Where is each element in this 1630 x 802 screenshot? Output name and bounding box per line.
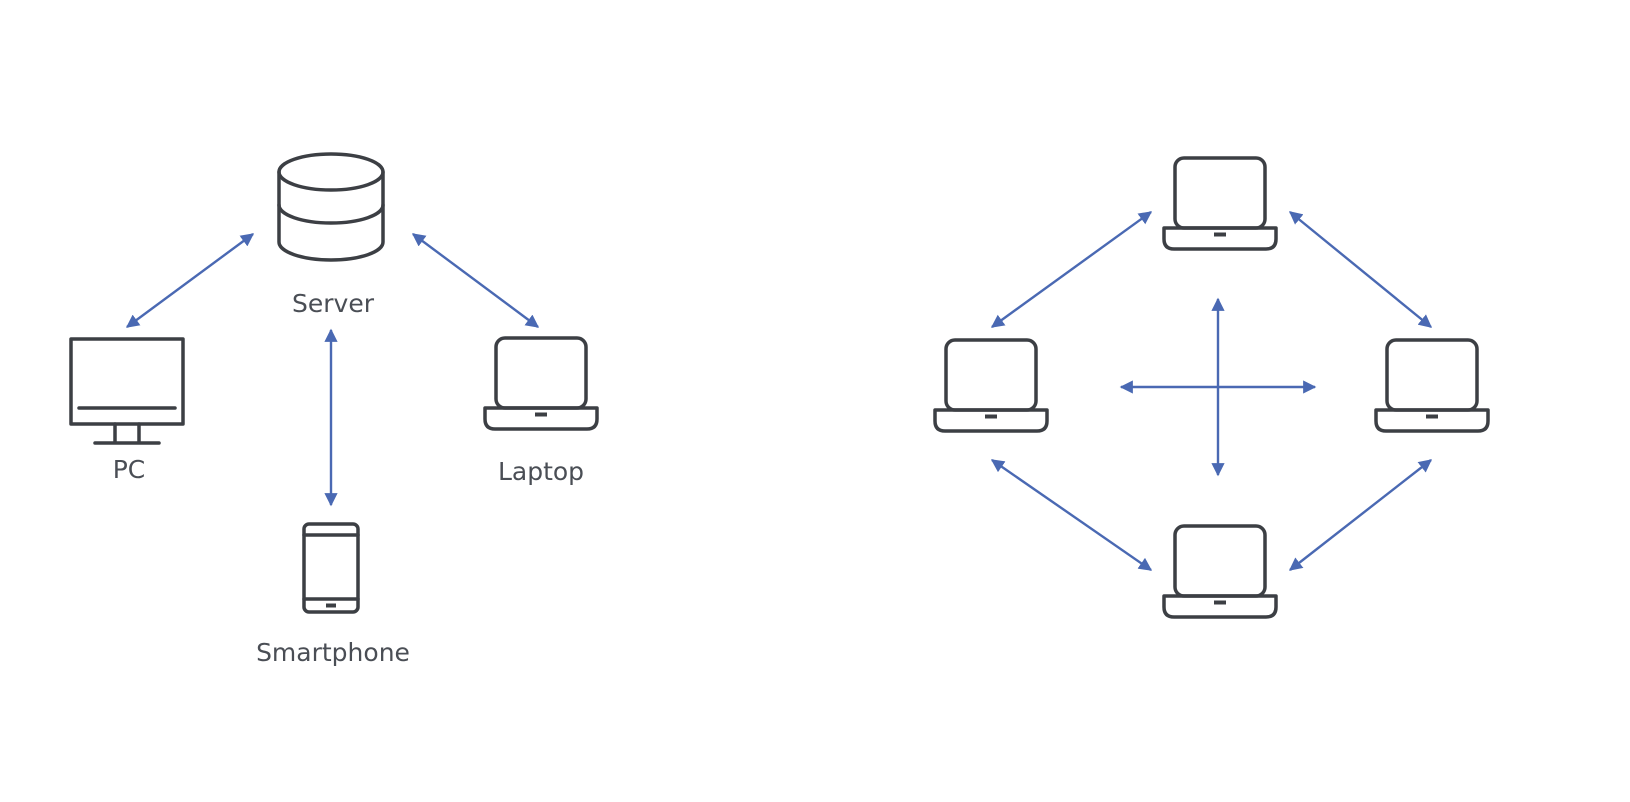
monitor-icon xyxy=(69,337,185,445)
edge-peer-top-right xyxy=(1288,211,1433,328)
node-smartphone: Smartphone xyxy=(256,522,410,667)
node-peer-bottom xyxy=(1162,524,1278,619)
peer-to-peer-diagram xyxy=(933,156,1490,619)
laptop-icon xyxy=(1374,338,1490,433)
node-server: Server xyxy=(277,152,385,318)
pc-label: PC xyxy=(113,455,146,484)
node-peer-top xyxy=(1162,156,1278,251)
client-server-edges xyxy=(125,233,540,507)
node-laptop: Laptop xyxy=(483,336,599,486)
edge-peer-left-bottom xyxy=(990,459,1153,571)
laptop-label: Laptop xyxy=(498,457,584,486)
laptop-icon xyxy=(483,336,599,431)
edge-server-laptop xyxy=(411,233,540,328)
laptop-icon xyxy=(1162,156,1278,251)
server-label: Server xyxy=(292,289,375,318)
smartphone-label: Smartphone xyxy=(256,638,410,667)
laptop-icon xyxy=(1162,524,1278,619)
client-server-diagram: Server PC Laptop xyxy=(69,152,599,667)
node-pc: PC xyxy=(69,337,185,484)
edge-peer-bottom-right xyxy=(1288,459,1433,571)
laptop-icon xyxy=(933,338,1049,433)
edge-server-pc xyxy=(125,233,255,328)
edge-peer-left-top xyxy=(990,211,1153,328)
node-peer-left xyxy=(933,338,1049,433)
database-icon xyxy=(277,152,385,262)
node-peer-right xyxy=(1374,338,1490,433)
peer-to-peer-edges xyxy=(990,211,1433,571)
smartphone-icon xyxy=(302,522,360,614)
